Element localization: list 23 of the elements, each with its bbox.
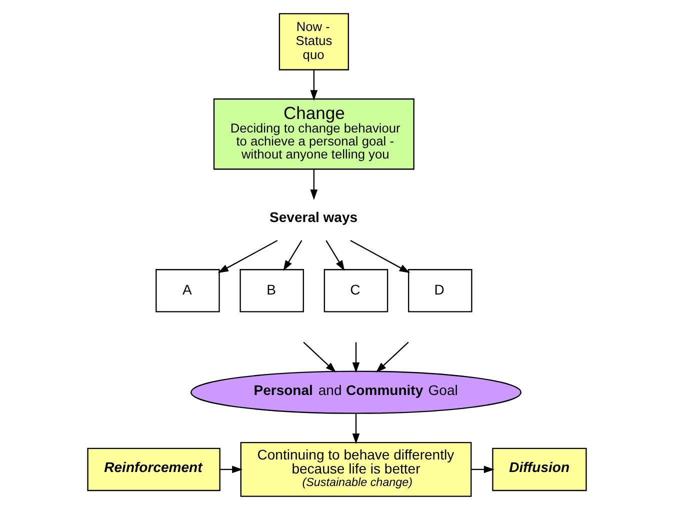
node-ellipse: Personal and Community Goal: [190, 370, 521, 414]
arrow: [375, 341, 408, 372]
node-box: Diffusion: [492, 447, 586, 491]
node-text: Several ways: [269, 208, 358, 224]
arrow: [352, 342, 360, 372]
arrow: [217, 239, 278, 272]
arrow: [350, 239, 410, 272]
node-box: D: [408, 268, 472, 312]
arrow: [282, 240, 302, 270]
node-box: A: [155, 268, 220, 312]
arrow: [352, 413, 360, 444]
node-box: Reinforcement: [86, 447, 220, 491]
arrow: [220, 465, 242, 473]
node-box: B: [239, 268, 304, 312]
arrow: [310, 168, 318, 200]
arrow: [302, 341, 336, 372]
node-box: C: [323, 268, 388, 312]
arrow: [470, 465, 494, 473]
node-box: Now - Status quo: [278, 12, 348, 70]
arrow: [310, 69, 318, 100]
arrow: [325, 240, 344, 270]
node-box: Change Deciding to change behaviour to achieve a personal goal - without anyone telling you: [212, 98, 414, 170]
node-box: Continuing to behave differently because life is better (Sustainable change): [240, 441, 472, 496]
